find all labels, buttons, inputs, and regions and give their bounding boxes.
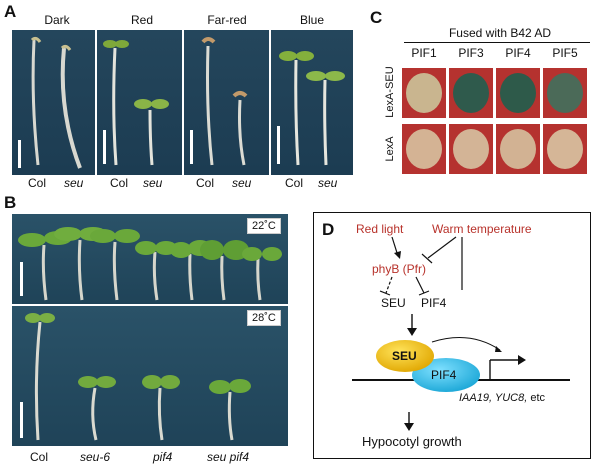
target-genes-italic: IAA19, YUC8, <box>459 392 528 404</box>
photo-far-red <box>184 30 269 175</box>
genotype-far-red-seu: seu <box>232 176 252 190</box>
scale-bar-b2 <box>20 402 23 438</box>
panel-label-d: D <box>322 220 335 239</box>
genotype-pif4: pif4 <box>153 450 173 464</box>
colony <box>453 129 489 169</box>
colony <box>406 73 442 113</box>
photo-dark <box>12 30 95 175</box>
plate-lexa-pif1 <box>402 124 446 174</box>
condition-dark: Dark <box>44 13 70 27</box>
condition-far-red: Far-red <box>207 13 247 27</box>
header-rule <box>404 42 590 43</box>
seu-label: SEU <box>381 296 406 310</box>
scale-bar-a3 <box>190 130 193 164</box>
genotype-seu-6: seu-6 <box>80 450 111 464</box>
target-genes-etc: etc <box>527 392 546 404</box>
scale-bar-a4 <box>277 126 280 164</box>
plate-seu-pif5 <box>543 68 587 118</box>
plate-seu-pif3 <box>449 68 493 118</box>
red-light-label: Red light <box>356 222 404 236</box>
photo-22c <box>12 214 288 304</box>
genotype-dark-col: Col <box>28 176 47 190</box>
scale-bar-a2 <box>103 130 106 164</box>
pif4-label: PIF4 <box>421 296 447 310</box>
plate-lexa-pif4 <box>496 124 540 174</box>
panel-label-a: A <box>4 2 17 21</box>
plate-seu-pif4 <box>496 68 540 118</box>
genotype-blue-seu: seu <box>318 176 338 190</box>
colony <box>453 73 489 113</box>
temp-label-22: 22˚C <box>247 218 281 234</box>
panel-label-b: B <box>4 193 17 212</box>
condition-blue: Blue <box>299 13 325 27</box>
yeast-header: Fused with B42 AD <box>448 26 552 40</box>
panel-label-c: C <box>370 8 383 27</box>
genotype-red-col: Col <box>110 176 129 190</box>
pif4-protein-label: PIF4 <box>431 368 457 382</box>
temp-label-28: 28˚C <box>247 310 281 326</box>
colony <box>500 129 536 169</box>
col-pif1: PIF1 <box>411 46 437 60</box>
genotype-seu-pif4: seu pif4 <box>207 450 250 464</box>
col-pif5: PIF5 <box>552 46 578 60</box>
plate-lexa-pif5 <box>543 124 587 174</box>
col-pif4: PIF4 <box>505 46 531 60</box>
colony <box>406 129 442 169</box>
condition-red: Red <box>130 13 153 27</box>
plate-seu-pif1 <box>402 68 446 118</box>
genotype-col-b: Col <box>30 450 49 464</box>
seu-protein-label: SEU <box>392 349 417 363</box>
genotype-red-seu: seu <box>143 176 163 190</box>
colony <box>547 129 583 169</box>
scale-bar-b1 <box>20 262 23 296</box>
hypocotyl-growth-label: Hypocotyl growth <box>362 434 462 449</box>
warm-temp-label: Warm temperature <box>432 222 532 236</box>
plate-lexa-pif3 <box>449 124 493 174</box>
target-genes: IAA19, YUC8, etc <box>459 392 545 404</box>
genotype-far-red-col: Col <box>196 176 215 190</box>
phyb-label: phyB (Pfr) <box>372 262 427 276</box>
col-pif3: PIF3 <box>458 46 484 60</box>
model-diagram <box>313 212 591 459</box>
genotype-blue-col: Col <box>285 176 304 190</box>
colony <box>500 73 536 113</box>
colony <box>547 73 583 113</box>
genotype-dark-seu: seu <box>64 176 84 190</box>
scale-bar-a1 <box>18 140 21 168</box>
